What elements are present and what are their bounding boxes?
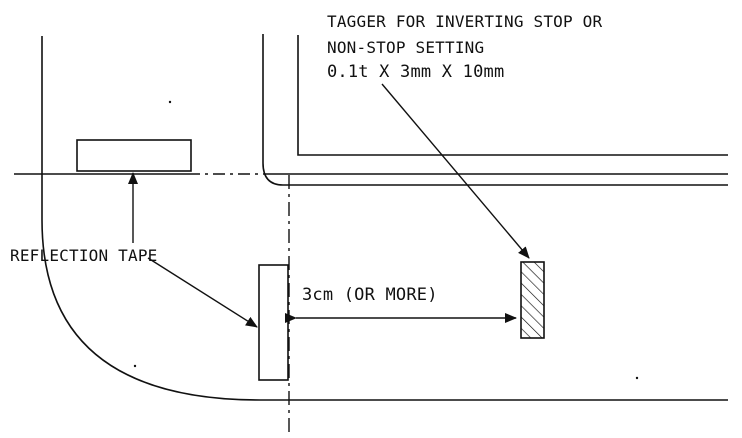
outer-frame-curve <box>41 36 728 401</box>
stray-dot <box>168 100 172 104</box>
tagger-block <box>520 261 545 339</box>
tagger-label-line2: NON-STOP SETTING <box>327 38 485 57</box>
reflection-tape-label: REFLECTION TAPE <box>10 246 158 265</box>
leader-to-tagger <box>381 83 530 259</box>
gap-dimension-label: 3cm (OR MORE) <box>300 285 440 305</box>
stray-dot <box>635 376 639 380</box>
inner-box-outline <box>297 35 728 156</box>
stray-dot <box>133 364 137 368</box>
top-reflection-tape <box>76 139 192 172</box>
leader-to-side-tape <box>147 257 258 328</box>
inner-channel-curve <box>262 34 728 186</box>
side-reflection-tape <box>258 264 289 381</box>
tagger-dimensions-label: 0.1t X 3mm X 10mm <box>327 62 505 82</box>
tagger-label-line1: TAGGER FOR INVERTING STOP OR <box>327 12 603 31</box>
